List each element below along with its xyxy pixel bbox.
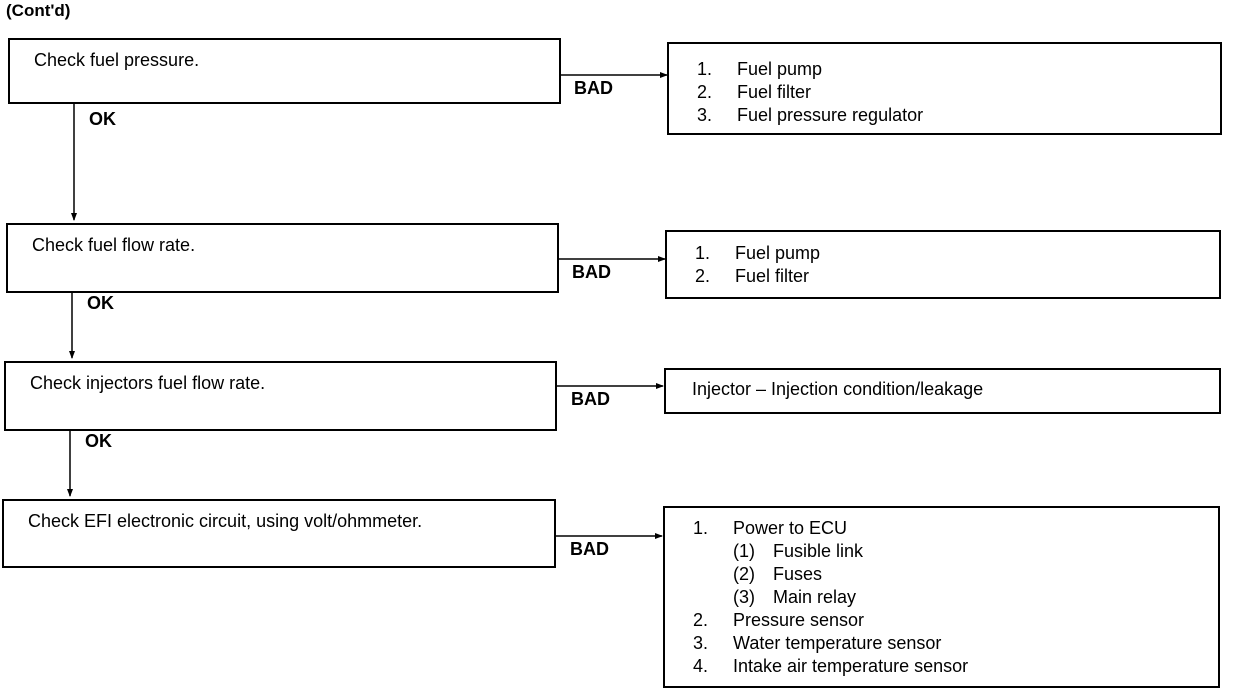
list-item: 1. Fuel pump	[695, 242, 820, 265]
cause-list: 1.Power to ECU (1)Fusible link (2)Fuses …	[693, 517, 968, 678]
item-text: Main relay	[773, 587, 857, 607]
item-text: Power to ECU	[733, 518, 848, 538]
continued-header: (Cont'd)	[6, 1, 71, 20]
item-number: 1.	[695, 243, 711, 263]
cause-box-fuel-pressure: 1. Fuel pump 2. Fuel filter 3. Fuel pressur…	[667, 42, 1222, 135]
item-text: Fuel filter	[737, 82, 812, 102]
check-text: Check EFI electronic circuit, using volt…	[28, 511, 423, 531]
list-item: 2. Fuel filter	[697, 81, 923, 104]
ok-label: OK	[89, 109, 116, 129]
item-number: 1.	[697, 59, 713, 79]
cause-box-injectors: Injector – Injection condition/leakage	[664, 368, 1221, 414]
list-item: 2. Fuel filter	[695, 265, 820, 288]
item-number: 2.	[697, 82, 713, 102]
item-number: (1)	[733, 541, 755, 561]
list-item: 3. Fuel pressure regulator	[697, 104, 923, 127]
item-number: (3)	[733, 587, 755, 607]
check-text: Check fuel flow rate.	[32, 235, 196, 255]
check-text: Check fuel pressure.	[34, 50, 200, 70]
item-text: Fuel filter	[735, 266, 810, 286]
bad-label: BAD	[570, 539, 609, 559]
ok-label: OK	[87, 293, 114, 313]
item-text: Fusible link	[773, 541, 864, 561]
item-number: 3.	[697, 105, 713, 125]
item-text: Fuses	[773, 564, 823, 584]
list-item: 1. Power to ECU	[693, 517, 968, 540]
cause-box-efi-circuit: 1.Power to ECU (1)Fusible link (2)Fuses …	[663, 506, 1220, 688]
item-number: 3.	[693, 633, 709, 653]
item-text: Fuel pressure regulator	[737, 105, 924, 125]
item-text: Fuel pump	[737, 59, 823, 79]
list-item: (3) Main relay	[693, 586, 968, 609]
list-item: 4. Intake air temperature sensor	[693, 655, 968, 678]
check-text: Check injectors fuel flow rate.	[30, 373, 266, 393]
list-item: 1. Fuel pump	[697, 58, 923, 81]
item-number: 2.	[695, 266, 711, 286]
item-number: 2.	[693, 610, 709, 630]
item-number: (2)	[733, 564, 755, 584]
bad-label: BAD	[571, 389, 610, 409]
item-number: 4.	[693, 656, 709, 676]
ok-label: OK	[85, 431, 112, 451]
list-item: 2. Pressure sensor	[693, 609, 968, 632]
item-number: 1.	[693, 518, 709, 538]
check-box-efi-circuit: Check EFI electronic circuit, using volt…	[2, 499, 556, 568]
check-box-fuel-pressure: Check fuel pressure.	[8, 38, 561, 104]
bad-label: BAD	[572, 262, 611, 282]
cause-text: Injector – Injection condition/leakage	[692, 379, 984, 399]
item-text: Pressure sensor	[733, 610, 865, 630]
cause-list: 1. Fuel pump 2. Fuel filter	[695, 242, 820, 288]
item-text: Water temperature sensor	[733, 633, 942, 653]
check-box-injectors-flow-rate: Check injectors fuel flow rate.	[4, 361, 557, 431]
cause-box-fuel-flow-rate: 1. Fuel pump 2. Fuel filter	[665, 230, 1221, 299]
cause-list: 1. Fuel pump 2. Fuel filter 3. Fuel pressur…	[697, 58, 923, 127]
list-item: (1) Fusible link	[693, 540, 968, 563]
item-text: Fuel pump	[735, 243, 821, 263]
list-item: (2) Fuses	[693, 563, 968, 586]
item-text: Intake air temperature sensor	[733, 656, 969, 676]
list-item: 3. Water temperature sensor	[693, 632, 968, 655]
bad-label: BAD	[574, 78, 613, 98]
check-box-fuel-flow-rate: Check fuel flow rate.	[6, 223, 559, 293]
